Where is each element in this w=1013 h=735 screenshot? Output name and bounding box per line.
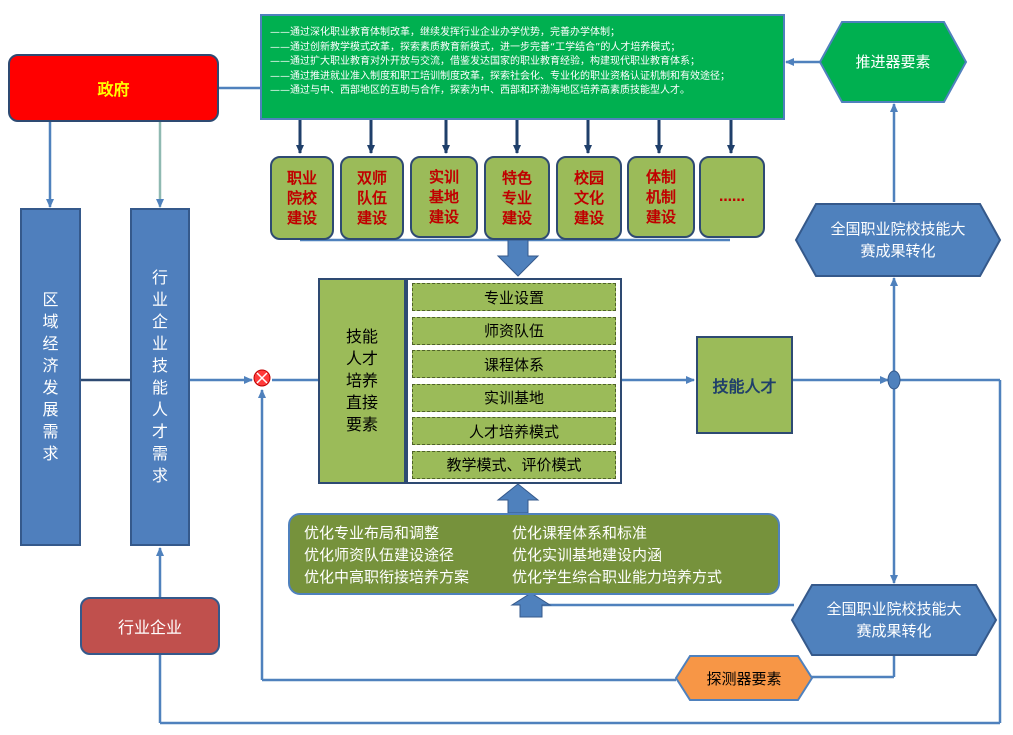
junction-node (887, 370, 901, 390)
industry-demand-box: 行业企业技能人才需求 (130, 208, 190, 546)
detector-label-box: 探测器要素 (680, 660, 808, 696)
element-rows: 专业设置 师资队伍 课程体系 实训基地 人才培养模式 教学模式、评价模式 (406, 278, 622, 484)
competition-bottom-label: 全国职业院校技能大赛成果转化 (826, 600, 962, 640)
optimize-item: 优化课程体系和标准 (512, 524, 648, 542)
detector-hexagon (674, 655, 814, 701)
detector-label: 探测器要素 (706, 669, 782, 688)
policy-arrows (296, 120, 735, 154)
region-demand-label: 区域经济发展需求 (42, 290, 59, 463)
industry-enterprise-box: 行业企业 (80, 597, 220, 655)
optimize-right-column: 优化课程体系和标准 优化实训基地建设内涵 优化学生综合职业能力培养方式 (512, 522, 722, 593)
skilled-talent-label: 技能人才 (712, 377, 777, 396)
construction-item-special-majors: 特色专业建设 (484, 156, 550, 240)
element-row: 专业设置 (412, 283, 616, 311)
policy-line: ——通过扩大职业教育对外开放与交流，借鉴发达国家的职业教育经验，构建现代职业教育… (270, 56, 700, 67)
block-arrow-down (496, 239, 540, 277)
optimize-item: 优化专业布局和调整 (304, 524, 440, 542)
industry-demand-label: 行业企业技能人才需求 (151, 268, 168, 485)
competition-bottom-hexagon (790, 584, 998, 656)
optimize-box: 优化专业布局和调整 优化师资队伍建设途径 优化中高职衔接培养方案 优化课程体系和… (288, 513, 780, 595)
construction-item-vocational-schools: 职业院校建设 (270, 156, 334, 240)
competition-top-label-box: 全国职业院校技能大赛成果转化 (824, 212, 972, 268)
optimize-item: 优化中高职衔接培养方案 (304, 568, 470, 586)
promoter-hexagon (818, 21, 968, 103)
policy-line: ——通过与中、西部地区的互助与合作，探索为中、西部和环渤海地区培养高素质技能型人… (270, 85, 690, 96)
optimize-item: 优化实训基地建设内涵 (512, 546, 663, 564)
competition-top-label: 全国职业院校技能大赛成果转化 (830, 220, 966, 260)
element-row: 人才培养模式 (412, 417, 616, 446)
competition-top-hexagon (794, 203, 1002, 277)
construction-item-more: …… (699, 156, 765, 238)
construction-item-dual-teachers: 双师队伍建设 (340, 156, 404, 240)
element-row: 实训基地 (412, 383, 616, 412)
element-row: 师资队伍 (412, 316, 616, 345)
block-arrow-up-bottom (510, 592, 552, 618)
construction-item-campus-culture: 校园文化建设 (556, 156, 622, 240)
direct-elements-box: 技能人才培养直接要素 (318, 278, 406, 484)
competition-bottom-label-box: 全国职业院校技能大赛成果转化 (820, 592, 968, 648)
optimize-item: 优化师资队伍建设途径 (304, 546, 455, 564)
policy-line: ——通过深化职业教育体制改革，继续发挥行业企业办学优势，完善办学体制； (270, 27, 620, 38)
policy-line: ——通过推进就业准入制度和职工培训制度改革，探索社会化、专业化的职业资格认证机制… (270, 70, 730, 82)
skilled-talent-box: 技能人才 (696, 336, 793, 434)
connectors (46, 58, 1002, 725)
block-arrow-up-top (496, 483, 540, 514)
optimize-left-column: 优化专业布局和调整 优化师资队伍建设途径 优化中高职衔接培养方案 (304, 522, 512, 593)
policy-line: ——通过创新教学模式改革，探索素质教育新模式，进一步完善“工学结合”的人才培养模… (270, 41, 681, 53)
government-label: 政府 (97, 80, 130, 99)
element-row: 教学模式、评价模式 (412, 450, 616, 479)
promoter-label-box: 推进器要素 (836, 36, 950, 88)
element-row: 课程体系 (412, 350, 616, 379)
industry-enterprise-label: 行业企业 (117, 618, 182, 637)
promoter-label: 推进器要素 (855, 53, 931, 71)
construction-item-institutions: 体制机制建设 (627, 156, 695, 238)
government-box: 政府 (8, 54, 219, 122)
region-demand-box: 区域经济发展需求 (20, 208, 81, 546)
optimize-item: 优化学生综合职业能力培养方式 (512, 568, 723, 586)
construction-item-training-base: 实训基地建设 (410, 156, 478, 238)
sum-node (253, 369, 271, 387)
policy-box: ——通过深化职业教育体制改革，继续发挥行业企业办学优势，完善办学体制； ——通过… (260, 14, 785, 120)
direct-elements-label: 技能人才培养直接要素 (345, 327, 378, 434)
